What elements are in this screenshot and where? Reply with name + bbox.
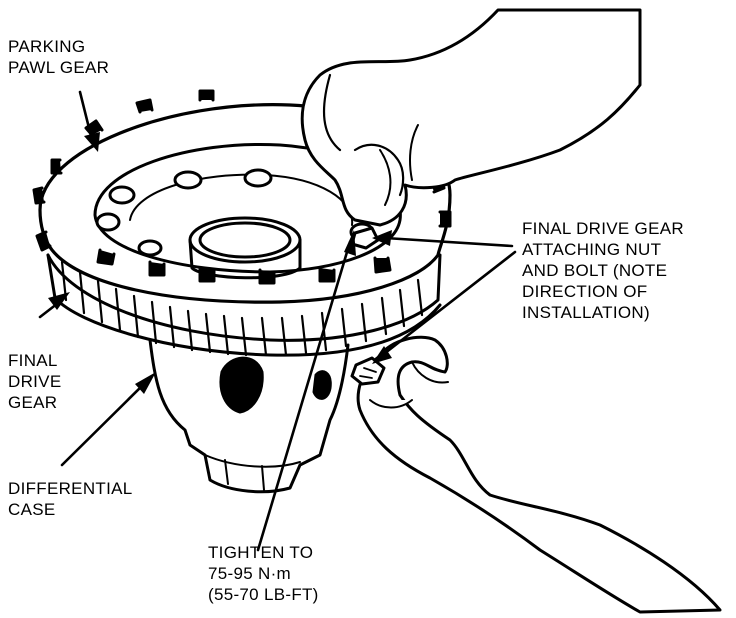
label-tighten-to: TIGHTEN TO 75-95 N·m (55-70 LB-FT) bbox=[208, 542, 319, 605]
label-line: (55-70 LB-FT) bbox=[208, 585, 319, 604]
label-line: AND BOLT (NOTE bbox=[522, 261, 668, 280]
label-parking-pawl-gear: PARKING PAWL GEAR bbox=[8, 36, 109, 78]
label-line: DIRECTION OF bbox=[522, 282, 648, 301]
label-line: GEAR bbox=[8, 393, 58, 412]
label-line: CASE bbox=[8, 500, 56, 519]
differential-case-body bbox=[148, 338, 350, 494]
label-line: PARKING bbox=[8, 37, 86, 56]
arrow-heads bbox=[48, 132, 392, 394]
bolt-nut bbox=[350, 226, 386, 386]
lower-hand bbox=[356, 335, 722, 614]
final-drive-gear-teeth bbox=[46, 253, 442, 357]
label-line: PAWL GEAR bbox=[8, 58, 110, 77]
label-differential-case: DIFFERENTIAL CASE bbox=[8, 478, 133, 520]
label-final-drive-gear-nut-bolt: FINAL DRIVE GEAR ATTACHING NUT AND BOLT … bbox=[522, 218, 684, 323]
label-line: DIFFERENTIAL bbox=[8, 479, 133, 498]
label-final-drive-gear: FINAL DRIVE GEAR bbox=[8, 350, 61, 413]
label-line: DRIVE bbox=[8, 372, 62, 391]
label-line: ATTACHING NUT bbox=[522, 240, 662, 259]
label-line: FINAL bbox=[8, 351, 58, 370]
label-line: FINAL DRIVE GEAR bbox=[522, 219, 684, 238]
label-line: 75-95 N·m bbox=[208, 564, 292, 583]
center-hub bbox=[188, 216, 302, 280]
label-line: TIGHTEN TO bbox=[208, 543, 314, 562]
label-line: INSTALLATION) bbox=[522, 303, 650, 322]
leader-lines bbox=[38, 90, 517, 552]
upper-hand bbox=[300, 8, 642, 227]
